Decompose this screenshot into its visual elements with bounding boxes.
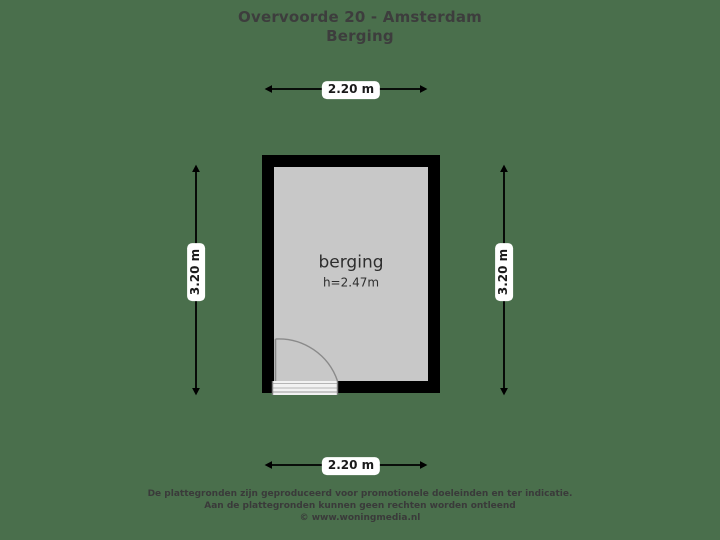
dimension-label-bottom: 2.20 m [321,457,381,475]
page-title: Overvoorde 20 - Amsterdam Berging [0,8,720,46]
door-swing-arc [275,338,339,382]
door [271,338,339,395]
dimension-label-left: 3.20 m [187,242,205,302]
footer-line-2: Aan de plattegronden kunnen geen rechten… [204,501,516,512]
footer-line-1: De plattegronden zijn geproduceerd voor … [147,489,573,499]
dimension-label-top: 2.20 m [321,81,381,99]
title-address: Overvoorde 20 - Amsterdam [238,8,482,26]
room-walls [262,155,440,393]
dimension-label-right: 3.20 m [495,242,513,302]
room-label-berging: berging h=2.47m [318,253,383,290]
title-subtitle: Berging [326,26,394,45]
room-floor [274,167,428,381]
footer-disclaimer: De plattegronden zijn geproduceerd voor … [0,488,720,524]
room-name: berging [318,252,384,273]
footer-line-3: © www.woningmedia.nl [299,513,421,524]
room-height: h=2.47m [322,274,380,289]
